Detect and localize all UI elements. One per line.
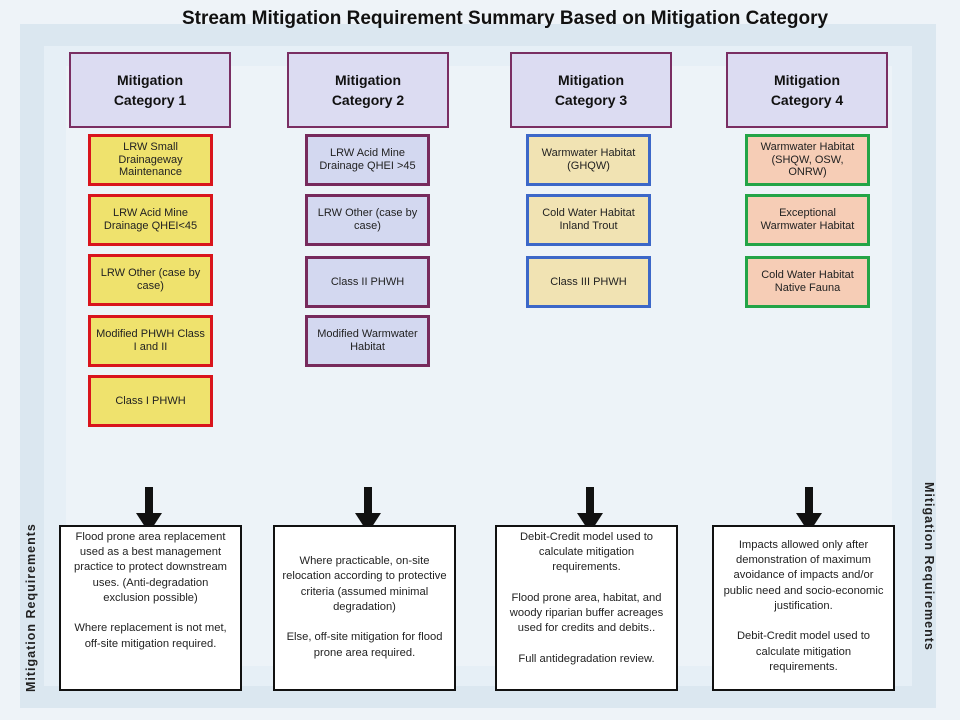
category-4-requirement: Impacts allowed only after demonstration… <box>712 525 895 691</box>
category-4-header: Mitigation Category 4 <box>726 52 888 128</box>
category-1-item: Class I PHWH <box>88 375 213 427</box>
diagram-title: Stream Mitigation Requirement Summary Ba… <box>181 8 829 29</box>
category-2-item: LRW Acid Mine Drainage QHEI >45 <box>305 134 430 186</box>
side-label-right: Mitigation Requirements <box>922 482 936 651</box>
category-1-item: LRW Acid Mine Drainage QHEI<45 <box>88 194 213 246</box>
category-3-item: Warmwater Habitat (GHQW) <box>526 134 651 186</box>
down-arrow-icon <box>355 487 381 533</box>
down-arrow-icon <box>136 487 162 533</box>
category-1-item: LRW Other (case by case) <box>88 254 213 306</box>
category-3-item: Cold Water Habitat Inland Trout <box>526 194 651 246</box>
down-arrow-icon <box>577 487 603 533</box>
down-arrow-icon <box>796 487 822 533</box>
category-2-item: Modified Warmwater Habitat <box>305 315 430 367</box>
category-2-item: LRW Other (case by case) <box>305 194 430 246</box>
category-3-item: Class III PHWH <box>526 256 651 308</box>
category-3-requirement: Debit-Credit model used to calculate mit… <box>495 525 678 691</box>
category-1-item: Modified PHWH Class I and II <box>88 315 213 367</box>
category-1-requirement: Flood prone area replacement used as a b… <box>59 525 242 691</box>
category-2-item: Class II PHWH <box>305 256 430 308</box>
category-4-item: Cold Water Habitat Native Fauna <box>745 256 870 308</box>
category-4-item: Exceptional Warmwater Habitat <box>745 194 870 246</box>
category-1-header: Mitigation Category 1 <box>69 52 231 128</box>
category-3-header: Mitigation Category 3 <box>510 52 672 128</box>
category-4-item: Warmwater Habitat (SHQW, OSW, ONRW) <box>745 134 870 186</box>
side-label-left: Mitigation Requirements <box>24 523 38 692</box>
category-2-header: Mitigation Category 2 <box>287 52 449 128</box>
category-2-requirement: Where practicable, on-site relocation ac… <box>273 525 456 691</box>
category-1-item: LRW Small Drainageway Maintenance <box>88 134 213 186</box>
